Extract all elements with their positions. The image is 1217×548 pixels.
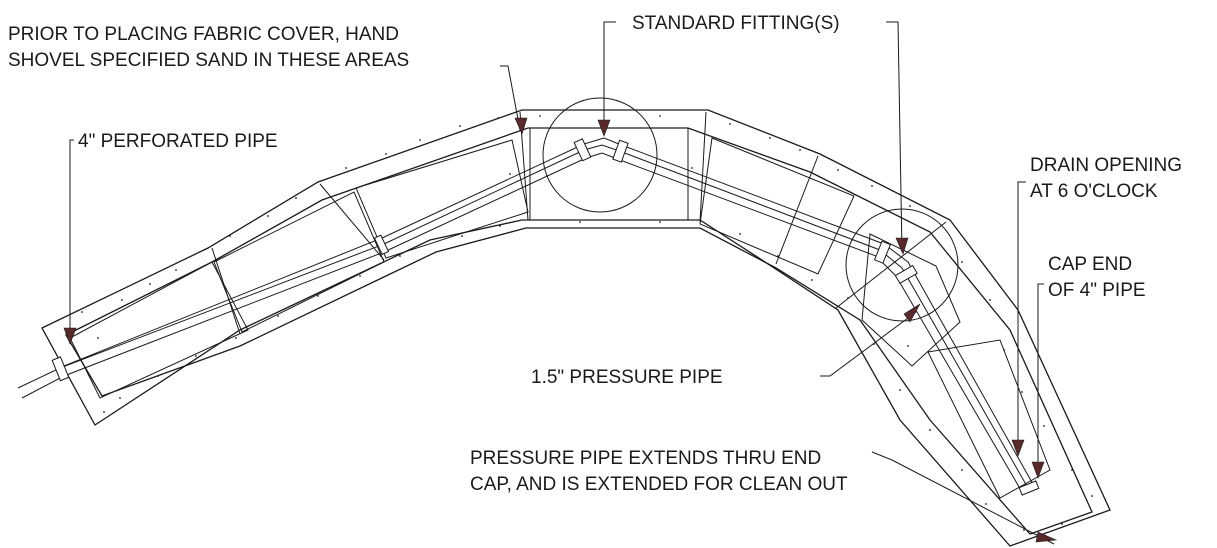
section-divider xyxy=(775,155,819,265)
pipe-coupling xyxy=(894,264,918,285)
pipe-coupling xyxy=(573,138,592,162)
arrowhead xyxy=(597,119,611,137)
drain-opening-leader xyxy=(1017,181,1026,452)
cap-end-label-line1: CAP END xyxy=(1048,254,1132,275)
fitting-detail-circle xyxy=(542,97,658,213)
arrowhead xyxy=(1011,439,1025,457)
cap-end-label-line2: OF 4" PIPE xyxy=(1048,280,1146,301)
pipe-coupling xyxy=(612,139,629,163)
perforated-pipe-line xyxy=(63,137,1035,487)
pipe-coupling xyxy=(373,234,390,256)
arrowhead xyxy=(514,117,528,135)
pressure-pipe-line xyxy=(17,144,1029,489)
pressure-pipe-line xyxy=(21,152,1023,493)
inner-chamber-outline xyxy=(65,127,1093,535)
drain-opening-label-line2: AT 6 O'CLOCK xyxy=(1030,181,1158,202)
pressure-pipe-label: 1.5" PRESSURE PIPE xyxy=(531,367,723,388)
fitting-detail-circle xyxy=(845,208,959,322)
chamber-section xyxy=(69,261,249,399)
section-divider xyxy=(699,111,707,223)
arrowhead xyxy=(895,237,909,255)
sand-areas-label-line2: SHOVEL SPECIFIED SAND IN THESE AREAS xyxy=(8,50,409,71)
sand-fill-texture xyxy=(81,115,1093,531)
chamber-section xyxy=(699,137,855,275)
clean-out-label-line1: PRESSURE PIPE EXTENDS THRU END xyxy=(470,448,821,469)
drain-opening-label-line1: DRAIN OPENING xyxy=(1030,155,1182,176)
section-divider xyxy=(319,183,385,261)
section-divider xyxy=(211,247,241,335)
arrowhead xyxy=(1035,531,1058,543)
arrowhead xyxy=(63,327,77,345)
chamber-section xyxy=(213,191,385,333)
perforated-pipe-label: 4" PERFORATED PIPE xyxy=(78,131,278,152)
chamber-section xyxy=(355,139,529,259)
pressure-pipe-leader xyxy=(820,311,917,377)
chamber-section xyxy=(927,339,1051,499)
standard-fittings-leader-left xyxy=(603,21,616,124)
sand-areas-leader xyxy=(500,65,521,131)
standard-fittings-label: STANDARD FITTING(S) xyxy=(632,13,840,34)
section-divider xyxy=(835,221,947,309)
outer-bed-outline xyxy=(41,109,1111,547)
standard-fittings-leader-right xyxy=(886,21,903,253)
perforated-pipe-leader xyxy=(69,139,74,334)
chamber-section xyxy=(529,127,689,221)
sand-areas-label-line1: PRIOR TO PLACING FABRIC COVER, HAND xyxy=(8,24,399,45)
clean-out-label-line2: CAP, AND IS EXTENDED FOR CLEAN OUT xyxy=(470,474,848,495)
arrowhead xyxy=(903,303,921,323)
arrowhead xyxy=(1031,461,1045,479)
clean-out-leader xyxy=(871,451,1055,545)
pipe-end-cap xyxy=(1018,480,1040,496)
pipe-coupling xyxy=(51,356,70,382)
cap-end-leader xyxy=(1037,283,1044,474)
pipe-coupling xyxy=(873,240,892,264)
